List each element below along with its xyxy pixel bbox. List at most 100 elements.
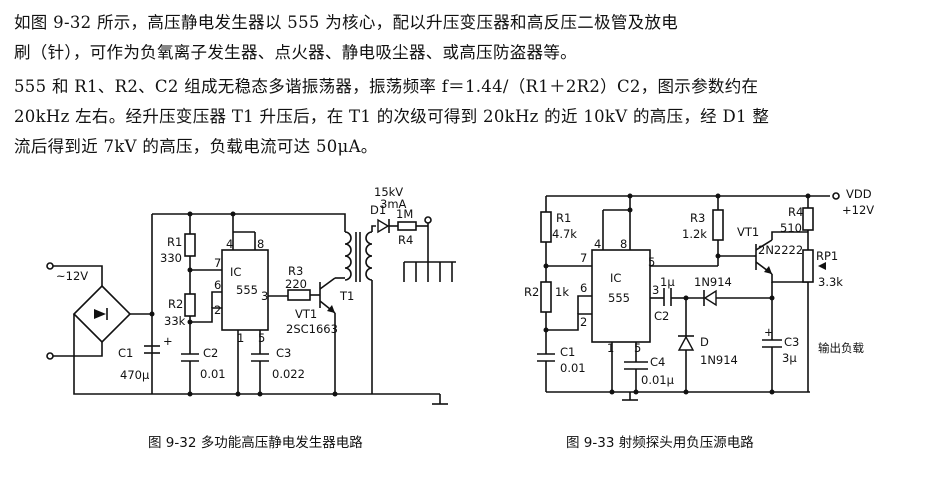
diode-d-33 xyxy=(677,335,695,351)
ic-number-33: 555 xyxy=(608,291,630,305)
pin-3-label: 3 xyxy=(261,289,268,303)
pin-2-label-33: 2 xyxy=(580,315,587,329)
r1-label: R1 xyxy=(167,235,182,249)
pin-4-label-33: 4 xyxy=(594,237,601,251)
c4-label-33: C4 xyxy=(650,355,665,369)
pin-7-label: 7 xyxy=(214,256,221,270)
r3-value: 220 xyxy=(285,277,307,291)
pin-7-label-33: 7 xyxy=(580,251,587,265)
diode-d1 xyxy=(377,218,390,234)
c3-value: 0.022 xyxy=(272,367,305,381)
resistor-r2-33 xyxy=(540,281,552,313)
d-value-33: 1N914 xyxy=(700,353,738,367)
c4-value-33: 0.01μ xyxy=(641,373,675,387)
r1-label-33: R1 xyxy=(556,211,571,225)
pin-1-label-33: 1 xyxy=(607,341,614,355)
svg-text:+: + xyxy=(163,334,173,348)
pin-1-label: 1 xyxy=(237,331,244,345)
diode-top-33 xyxy=(703,289,717,307)
r4-label: R4 xyxy=(398,233,413,247)
vdd-value: +12V xyxy=(842,203,874,217)
c1-value: 470μ xyxy=(120,368,150,382)
top-diode-label-33: 1N914 xyxy=(694,275,732,289)
c3-label: C3 xyxy=(276,346,291,360)
c3-value-33: 3μ xyxy=(782,351,797,365)
r3-label-33: R3 xyxy=(690,211,705,225)
rp1-label-33: RP1 xyxy=(816,249,838,263)
c1-value-33: 0.01 xyxy=(560,361,586,375)
output-load-label-33: 输出负载 xyxy=(818,341,864,355)
resistor-r4-33 xyxy=(802,207,814,231)
resistor-r2 xyxy=(184,293,196,317)
t1-label: T1 xyxy=(339,289,354,303)
r2-label: R2 xyxy=(168,297,183,311)
resistor-r3-33 xyxy=(712,209,724,241)
paragraph-1: 如图 9-32 所示，高压静电发生器以 555 为核心，配以升压变压器和高反压二… xyxy=(14,8,914,68)
pin-5-label-top-33: 5 xyxy=(648,255,655,269)
r1-value: 330 xyxy=(160,251,182,265)
supply-label: ~12V xyxy=(56,269,88,283)
pin-8-label: 8 xyxy=(257,237,264,251)
svg-text:+: + xyxy=(764,325,774,339)
vdd-label: VDD xyxy=(846,187,872,201)
pin-3-label-33: 3 xyxy=(652,283,659,297)
c2-value: 0.01 xyxy=(200,367,226,381)
ic-label-33: IC xyxy=(610,271,621,285)
vt1-label: VT1 xyxy=(295,307,317,321)
figure-9-32-caption: 图 9-32 多功能高压静电发生器电路 xyxy=(148,434,363,451)
pin-5-label: 5 xyxy=(258,331,265,345)
figure-9-32: ~12V + C1 470μ R1 330 xyxy=(46,185,456,451)
resistor-r4 xyxy=(397,221,417,231)
bridge-rectifier xyxy=(72,284,132,344)
vdd-terminal xyxy=(832,192,840,200)
hv-current: 3mA xyxy=(380,197,407,211)
pin-6-label: 6 xyxy=(214,278,221,292)
r4-value-33: 510 xyxy=(780,221,802,235)
c1-label: C1 xyxy=(118,346,133,360)
ic-555-fig32 xyxy=(221,249,269,331)
r2-value: 33k xyxy=(164,314,186,328)
c1-label-33: C1 xyxy=(560,345,575,359)
ic-555-fig33 xyxy=(591,249,651,343)
r4-label-33: R4 xyxy=(788,205,803,219)
potentiometer-rp1-33 xyxy=(802,249,814,283)
rp1-value-33: 3.3k xyxy=(818,275,843,289)
paragraph-2: 555 和 R1、R2、C2 组成无稳态多谐振荡器，振荡频率 f＝1.44/（R… xyxy=(14,72,914,162)
hv-voltage: 15kV xyxy=(374,185,403,199)
vt1-model-33: 2N2222 xyxy=(758,243,803,257)
ac-terminal-top xyxy=(46,262,54,270)
paragraph-1-line-2: 刷（针），可作为负氧离子发生器、点火器、静电吸尘器、或高压防盗器等。 xyxy=(14,43,577,62)
resistor-r3 xyxy=(287,289,311,301)
resistor-r1 xyxy=(184,233,196,257)
r4-value: 1M xyxy=(396,207,413,221)
output-terminal xyxy=(424,216,432,224)
ic-number: 555 xyxy=(236,283,258,297)
resistor-r1-33 xyxy=(540,211,552,243)
r3-value-33: 1.2k xyxy=(682,227,707,241)
pin-2-label: 2 xyxy=(214,303,221,317)
pin-6-label-33: 6 xyxy=(580,281,587,295)
figure-9-33: VDD +12V R1 4.7k R2 1k C1 0.01 IC 555 xyxy=(524,187,874,451)
c3-label-33: C3 xyxy=(784,335,799,349)
d1-label: D1 xyxy=(370,203,386,217)
c2-value-33: 1μ xyxy=(660,275,675,289)
c2-label: C2 xyxy=(203,346,218,360)
r1-value-33: 4.7k xyxy=(552,227,577,241)
r3-label: R3 xyxy=(288,264,303,278)
ic-label: IC xyxy=(230,265,241,279)
paragraph-1-line-1: 如图 9-32 所示，高压静电发生器以 555 为核心，配以升压变压器和高反压二… xyxy=(14,13,679,32)
pin-5-label-33: 5 xyxy=(634,341,641,355)
paragraph-2-line-1: 555 和 R1、R2、C2 组成无稳态多谐振荡器，振荡频率 f＝1.44/（R… xyxy=(14,77,759,96)
c2-label-33: C2 xyxy=(654,309,669,323)
pin-8-label-33: 8 xyxy=(620,237,627,251)
r2-label-33: R2 xyxy=(524,285,539,299)
transformer-t1 xyxy=(344,231,373,282)
d-label-33: D xyxy=(700,335,709,349)
vt1-model: 2SC1663 xyxy=(286,322,338,336)
vt1-label-33: VT1 xyxy=(737,225,759,239)
transistor-vt1 xyxy=(318,277,336,314)
paragraph-2-line-3: 流后得到近 7kV 的高压，负载电流可达 50μA。 xyxy=(14,137,378,156)
discharge-brush xyxy=(403,261,456,282)
pin-4-label: 4 xyxy=(226,237,233,251)
